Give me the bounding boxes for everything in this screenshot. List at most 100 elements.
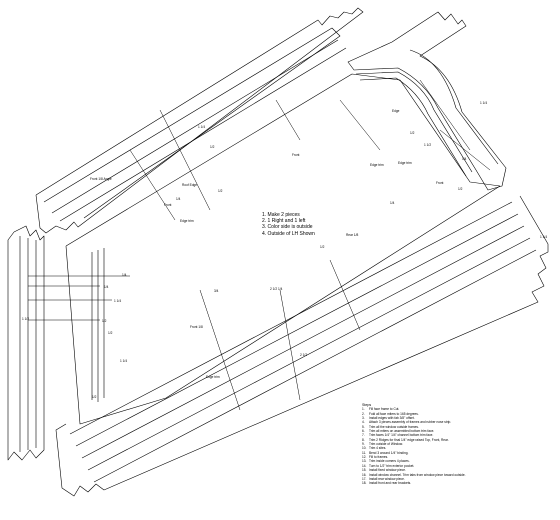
step-number: 8. <box>362 437 365 442</box>
steps-title: Steps <box>362 403 372 407</box>
step-text: Install window channel. Trim tabs from w… <box>369 472 466 477</box>
measure-line-2 <box>129 149 176 221</box>
note-line: 4. Outside of LH Shown <box>262 230 315 237</box>
step-number: 9. <box>362 442 365 447</box>
left-strip-outline <box>7 225 45 461</box>
dim-label: 1/2 <box>218 189 223 193</box>
upper-right-strip-outline <box>347 11 507 191</box>
dim-label: Front 1/8 <box>190 325 203 329</box>
dim-label: 1/2 <box>108 331 113 335</box>
step-number: 10. <box>362 446 367 451</box>
upper-right-strip-fold-3 <box>409 49 499 165</box>
step-item: 3. Install edges with fab 3/8" offset. <box>362 416 466 420</box>
dim-label: Edge trim <box>206 375 220 379</box>
step-number: 7. <box>362 433 365 438</box>
step-item: 17.Install rear window piece. <box>362 477 466 481</box>
measure-line-1 <box>159 109 211 211</box>
step-item: 15.Install fixed window piece. <box>362 468 466 472</box>
dim-label: 1/4 <box>104 285 109 289</box>
lower-strip-fold-3 <box>81 225 525 459</box>
measure-line-8 <box>279 289 301 401</box>
dim-label: Edge trim <box>398 161 412 165</box>
step-item: 16.Install window channel. Trim tabs fro… <box>362 473 466 477</box>
dim-label: 1/2 <box>320 245 325 249</box>
step-number: 11. <box>362 450 367 455</box>
step-number: 14. <box>362 463 367 468</box>
step-item: 8. Trim 2 Ridges for final 1/4" edge rais… <box>362 438 466 442</box>
dim-label: 1/2 <box>410 131 415 135</box>
dim-label: 1/2 <box>102 319 107 323</box>
step-text: Trim outside of Window. <box>369 442 403 447</box>
step-text: Install front and rear brackets. <box>369 481 412 486</box>
step-text: Bend 3 around 1/4" binding. <box>369 450 409 455</box>
step-item: 10.Trim 4 sites. <box>362 446 466 450</box>
step-item: 18.Install front and rear brackets. <box>362 481 466 485</box>
step-item: 11.Bend 3 around 1/4" binding. <box>362 451 466 455</box>
dim-label: 2 1/2 1/4 <box>270 287 283 291</box>
dim-label: Roof Edge <box>182 183 197 187</box>
step-item: 14.Turn to 1/2" trim exterior pocket. <box>362 464 466 468</box>
step-item: 1.Fill face frame to Cut. <box>362 407 466 411</box>
lower-strip-fold-4 <box>87 237 531 471</box>
dim-label: 1 1/2 <box>22 317 29 321</box>
step-text: Install edges with fab 3/8" offset. <box>369 416 415 421</box>
lower-strip-fold-5 <box>93 249 537 483</box>
measurement-lines <box>28 79 491 411</box>
step-text: Trim 2 Ridges for final 1/4" edge raised… <box>369 437 449 442</box>
dim-label: 1/2 <box>458 187 463 191</box>
step-text: Fill to frames. <box>369 455 389 460</box>
dim-label: 1/4 <box>462 157 467 161</box>
step-number: 12. <box>362 455 367 460</box>
step-item: 4.Attach 3 pieces assembly of frames and… <box>362 420 466 424</box>
step-text: Fold all face miters to 165 degrees. <box>369 411 419 416</box>
step-item: 7. Trim faces 1/4" 1/4" channel bottom tr… <box>362 433 466 437</box>
dim-label: Edge <box>392 109 400 113</box>
step-item: 9. Trim outside of Window. <box>362 442 466 446</box>
dim-label: Front <box>292 153 300 157</box>
dim-label: Edge trim <box>180 219 194 223</box>
step-text: Trim 4 sites. <box>369 446 387 451</box>
lower-strip-fold-2 <box>75 213 519 447</box>
measure-line-7 <box>199 289 241 411</box>
dim-label: Edge trim <box>370 163 384 167</box>
upper-strip-fold-2 <box>59 47 347 222</box>
step-text: Install fixed window piece. <box>369 468 406 473</box>
step-number: 5. <box>362 424 365 429</box>
upper-right-strip-fold-1 <box>355 71 473 173</box>
dim-label: 2 1/2 <box>300 353 307 357</box>
note-line: 2. 1 Right and 1 left <box>262 218 306 225</box>
lower-strip-fold-1 <box>69 201 513 435</box>
measure-line-5 <box>419 79 471 151</box>
step-item: 2.Fold all face miters to 165 degrees. <box>362 412 466 416</box>
step-text: Trim inside corners 4 places. <box>369 459 410 464</box>
upper-strip-inner <box>43 27 341 219</box>
measure-line-9 <box>329 259 361 331</box>
upper-strip-outline <box>35 7 364 234</box>
step-number: 6. <box>362 429 365 434</box>
inner-frame <box>65 73 501 425</box>
upper-right-strip-fold-2 <box>359 77 467 177</box>
step-number: 3. <box>362 416 365 421</box>
step-number: 15. <box>362 468 367 473</box>
dim-label: 1 1/2 <box>424 143 431 147</box>
dim-label: Front <box>164 203 172 207</box>
dim-label: Front <box>436 181 444 185</box>
dimension-labels: Front 1/8 Angle Roof Edge 1 1/4 1/2 1/2 … <box>22 101 547 399</box>
step-text: Turn to 1/2" trim exterior pocket. <box>369 463 415 468</box>
measure-line-4 <box>339 99 381 151</box>
dim-label: 1 1/4 <box>120 359 127 363</box>
step-number: 17. <box>362 476 367 481</box>
step-text: Trim all miters on assembled bottom trim… <box>369 429 435 434</box>
dim-label: 1/4 <box>176 197 181 201</box>
step-number: 16. <box>362 472 367 477</box>
step-text: Trim all the window outside frames. <box>369 424 419 429</box>
steps-list: Steps 1.Fill face frame to Cut. 2.Fold a… <box>362 403 466 486</box>
dim-label: 1 1/4 <box>114 299 121 303</box>
note-line: 3. Color side is outside <box>262 224 313 231</box>
step-text: Install rear window piece. <box>369 476 405 481</box>
step-item: 5. Trim all the window outside frames. <box>362 425 466 429</box>
measure-line-3 <box>275 99 301 141</box>
note-line: 1. Make 2 pieces <box>262 212 300 218</box>
step-number: 18. <box>362 481 367 486</box>
step-text: Trim faces 1/4" 1/4" channel bottom trim… <box>369 433 434 438</box>
